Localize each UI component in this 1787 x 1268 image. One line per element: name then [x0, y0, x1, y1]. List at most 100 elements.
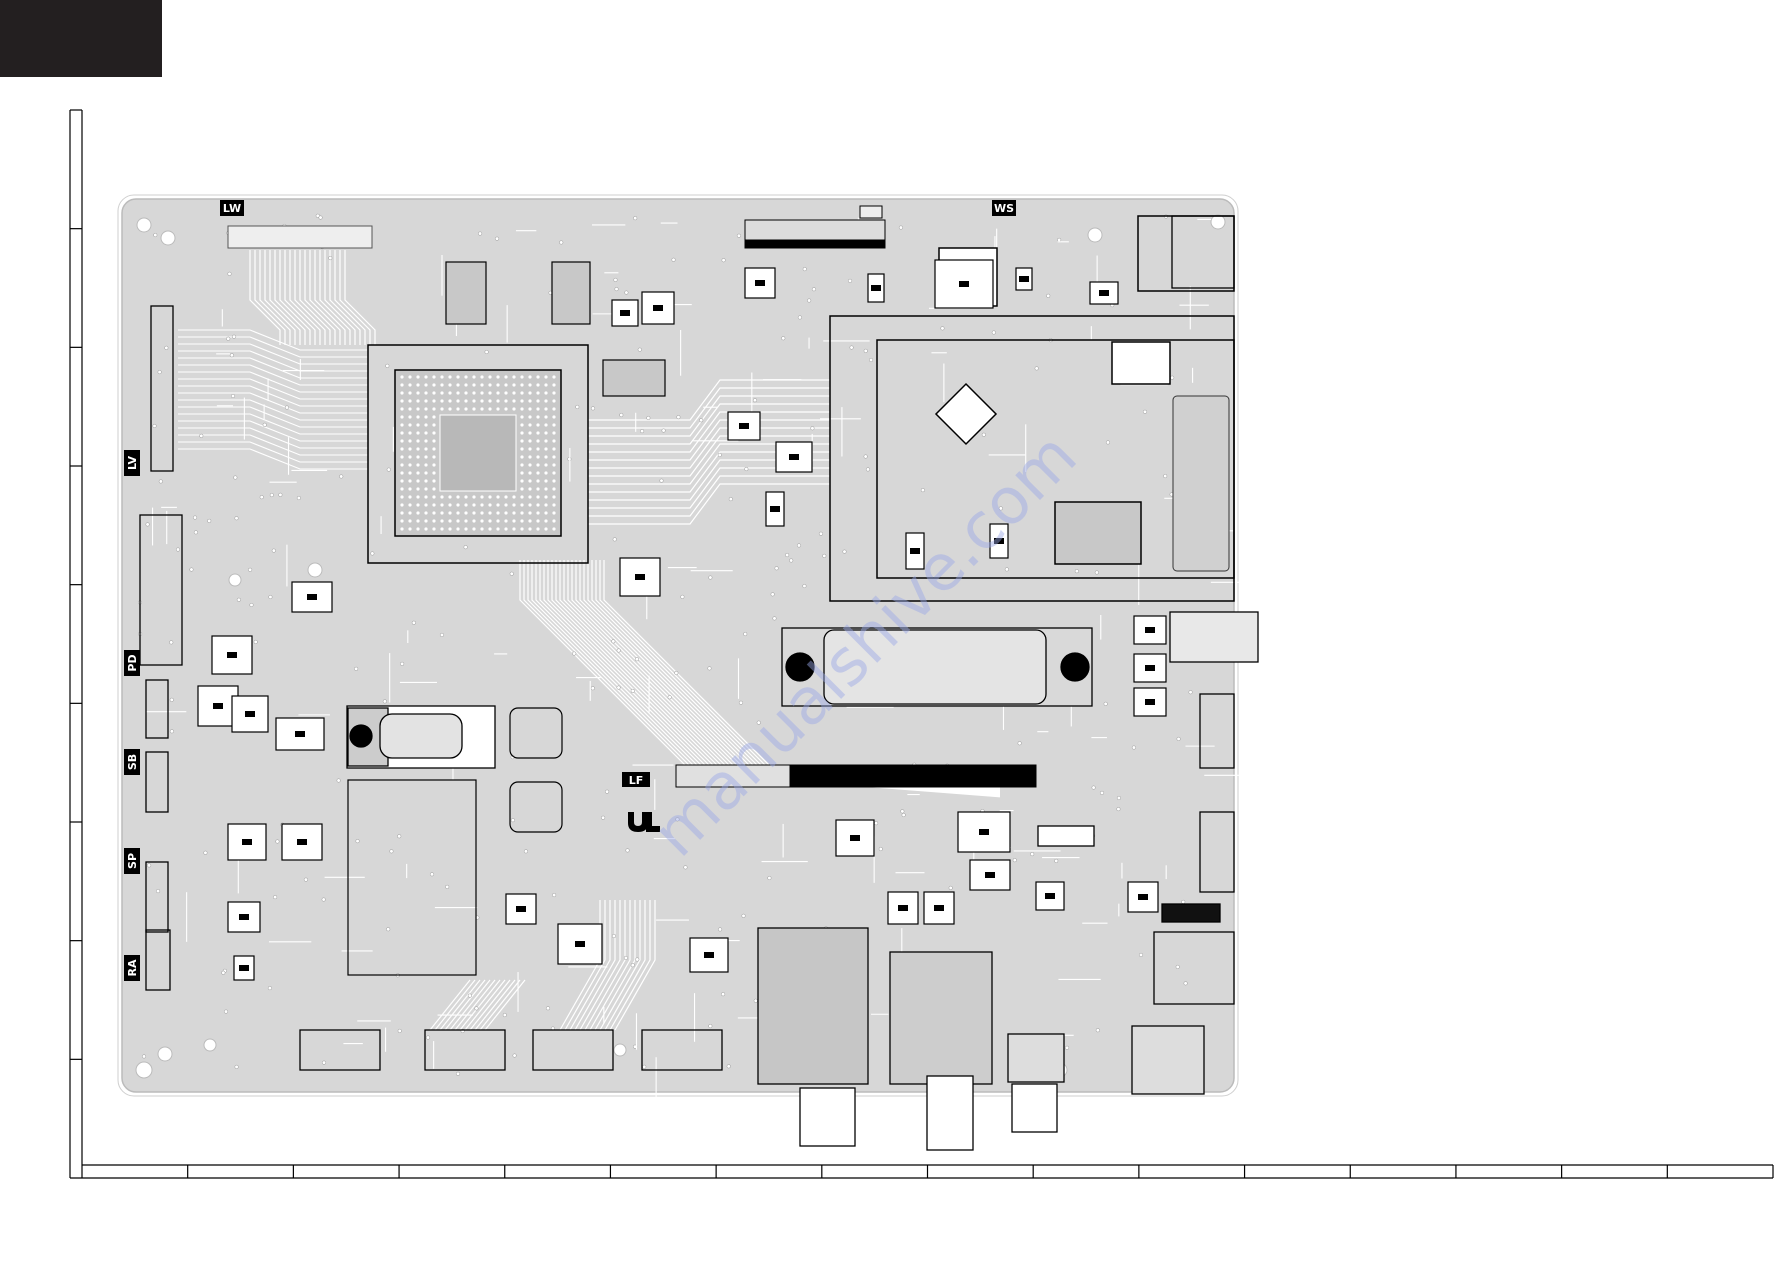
bga-ball [400, 527, 403, 530]
bga-ball [544, 503, 547, 506]
bga-ball [448, 495, 451, 498]
via [591, 686, 595, 690]
via [635, 657, 639, 661]
via [513, 1054, 517, 1058]
ic-pad [755, 280, 765, 286]
bga-ball [432, 519, 435, 522]
bga-ball [512, 399, 515, 402]
bga-ball [448, 399, 451, 402]
via [624, 956, 628, 960]
via [785, 553, 789, 557]
via [718, 928, 722, 932]
bga-ball [456, 511, 459, 514]
bga-ball [528, 511, 531, 514]
via [390, 850, 394, 854]
bga-ball [536, 439, 539, 442]
bga-ball [528, 407, 531, 410]
bga-ball [544, 519, 547, 522]
bga-ball [472, 527, 475, 530]
bga-ball [552, 399, 555, 402]
bga-ball [528, 375, 531, 378]
via [297, 496, 301, 500]
bga-ball [536, 375, 539, 378]
via [200, 434, 204, 438]
bga-ball [440, 519, 443, 522]
via [237, 598, 241, 602]
bga-ball [552, 391, 555, 394]
label-pd-text: PD [126, 654, 139, 671]
bga-ball [456, 383, 459, 386]
bga-ball [552, 463, 555, 466]
bga-ball [488, 519, 491, 522]
bga-ball [400, 383, 403, 386]
via [260, 495, 264, 499]
bga-ball [440, 383, 443, 386]
via [279, 493, 283, 497]
via [902, 813, 906, 817]
label-lv-text: LV [126, 456, 139, 470]
bga-ball [536, 487, 539, 490]
label-pd: PD [124, 650, 140, 676]
ic-pad [620, 310, 630, 316]
bga-ball [512, 503, 515, 506]
via [398, 1029, 402, 1033]
bga-ball [496, 407, 499, 410]
bga-ball [424, 527, 427, 530]
via [601, 816, 605, 820]
bga-ball [432, 455, 435, 458]
via [803, 584, 807, 588]
bga-ball [528, 391, 531, 394]
via [559, 241, 563, 245]
bga-ball [408, 439, 411, 442]
ic-pad [959, 281, 969, 287]
bga-ball [496, 399, 499, 402]
via [194, 531, 198, 535]
bga-ball [408, 415, 411, 418]
bga-ball [528, 439, 531, 442]
bga-ball [536, 423, 539, 426]
bga-ball [480, 399, 483, 402]
bga-ball [408, 495, 411, 498]
bga-ball [520, 511, 523, 514]
bga-ball [424, 415, 427, 418]
bga-ball [496, 511, 499, 514]
bga-ball [512, 511, 515, 514]
via [699, 418, 703, 422]
label-lf-text: LF [629, 774, 644, 787]
ic-pad [575, 941, 585, 947]
via [625, 291, 629, 295]
bga-ball [536, 495, 539, 498]
via [727, 1065, 731, 1069]
via [268, 986, 272, 990]
via [412, 621, 416, 625]
bga-ball [464, 407, 467, 410]
label-ra-text: RA [126, 959, 139, 976]
bga-ball [544, 447, 547, 450]
via [662, 429, 666, 433]
bga-ball [552, 423, 555, 426]
bga-ball [496, 527, 499, 530]
via [798, 316, 802, 320]
bga-ball [528, 463, 531, 466]
via [276, 840, 280, 844]
via [807, 299, 811, 303]
bga-ball [544, 471, 547, 474]
via [337, 779, 341, 783]
bga-ball [480, 407, 483, 410]
via [745, 467, 749, 471]
bga-ball [400, 375, 403, 378]
via [1057, 238, 1061, 242]
via [575, 405, 579, 409]
bga-ball [424, 511, 427, 514]
via [743, 632, 747, 636]
ic-pad [704, 952, 714, 958]
bga-ball [472, 511, 475, 514]
bga-ball [552, 407, 555, 410]
bga-ball [416, 439, 419, 442]
bga-ball [424, 479, 427, 482]
bga-ball [536, 463, 539, 466]
bga-ball [416, 375, 419, 378]
via [204, 851, 208, 855]
bga-ball [512, 375, 515, 378]
bga-ball [552, 439, 555, 442]
